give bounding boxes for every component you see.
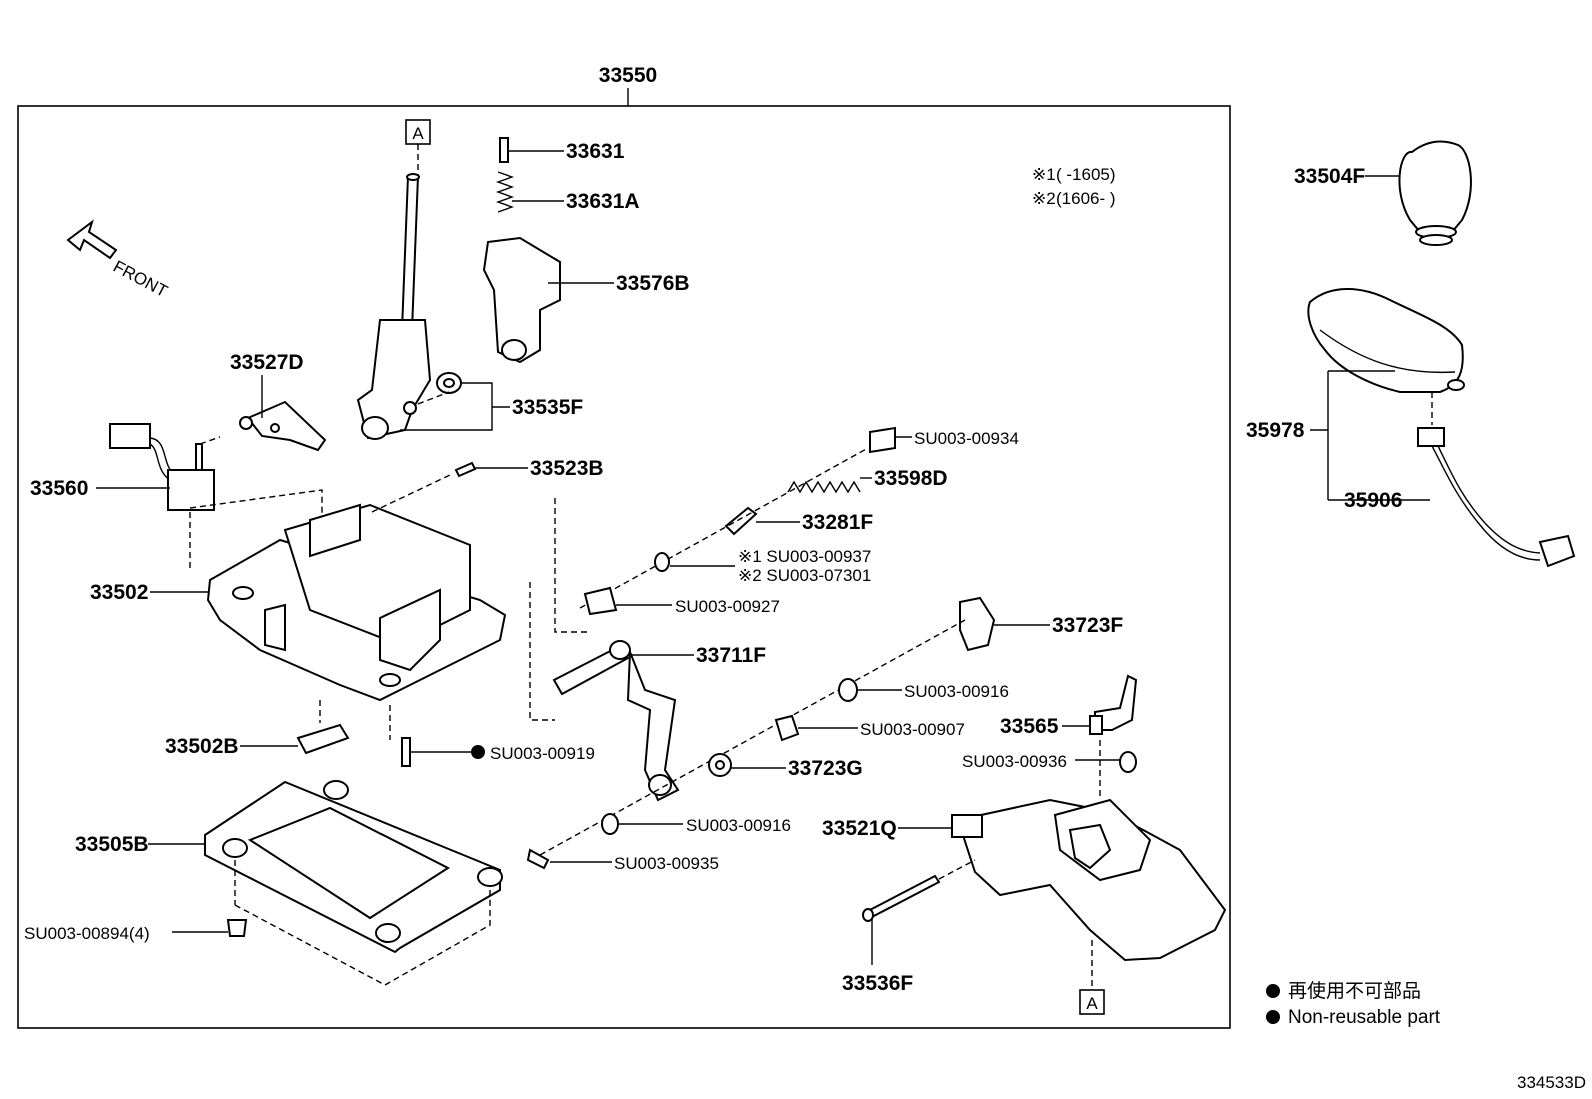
plunger-33281F: [724, 506, 758, 536]
label-33523B: 33523B: [530, 457, 604, 480]
legend-en: Non-reusable part: [1288, 1007, 1441, 1028]
spring-33631A: [495, 171, 515, 213]
cover-33505B: [204, 780, 503, 954]
spring-33598D: [787, 480, 861, 494]
label-33565: 33565: [1000, 715, 1059, 738]
label-su003-00894: SU003-00894(4): [24, 924, 150, 943]
label-33536F: 33536F: [842, 972, 913, 995]
assembly-frame: [17, 105, 1231, 1029]
knob-33504F: [1398, 140, 1472, 246]
ref-marker-top: A: [405, 119, 431, 176]
rod-33711F: [552, 640, 680, 802]
label-su003-07301: ※2 SU003-07301: [738, 566, 871, 585]
detent-33576B: [482, 236, 561, 364]
note-2-mark: ※2: [1032, 189, 1056, 208]
non-reusable-dot-icon: [1266, 984, 1280, 998]
non-reusable-dot-icon: [471, 745, 485, 759]
label-su003-00936: SU003-00936: [962, 752, 1067, 771]
label-33576B: 33576B: [616, 272, 690, 295]
label-33281F: 33281F: [802, 511, 873, 534]
legend: 再使用不可部品 Non-reusable part: [1266, 980, 1441, 1028]
indicator-33521Q: [951, 798, 1227, 962]
diagram-id: 334533D: [1517, 1073, 1586, 1092]
cable-35906: [1417, 427, 1576, 568]
clip-su003-00894: [226, 919, 248, 937]
label-33598D: 33598D: [874, 467, 948, 490]
note-1-text: ( -1605): [1056, 165, 1116, 184]
note-2-text: (1606- ): [1056, 189, 1116, 208]
bushing-33535F: [436, 372, 462, 394]
label-33631: 33631: [566, 140, 625, 163]
pad-33502B: [296, 723, 350, 755]
ref-marker-bottom: A: [1079, 940, 1105, 1015]
pin-33631: [499, 137, 509, 163]
svg-text:A: A: [412, 124, 424, 143]
label-su003-00916-a: SU003-00916: [904, 682, 1009, 701]
label-33521Q: 33521Q: [822, 817, 897, 840]
pin-33523B: [454, 461, 477, 478]
label-33527D: 33527D: [230, 351, 304, 374]
lock-33565: [1089, 674, 1138, 735]
non-reusable-dot-icon: [1266, 1010, 1280, 1024]
bracket-33723F: [959, 596, 996, 652]
boot-35978: [1307, 288, 1465, 393]
solenoid-33560: [109, 423, 221, 511]
pin-33536F: [862, 874, 941, 922]
label-su003-00935: SU003-00935: [614, 854, 719, 873]
washer-su003-00916-a: [838, 678, 858, 702]
washer-su003-00916-b: [601, 813, 619, 835]
label-35906: 35906: [1344, 489, 1402, 512]
label-33502: 33502: [90, 581, 148, 604]
label-su003-00916-b: SU003-00916: [686, 816, 791, 835]
clip-su003-00935: [526, 848, 550, 870]
lever-33527D: [239, 400, 327, 452]
label-33711F: 33711F: [696, 644, 766, 667]
label-su003-00907: SU003-00907: [860, 720, 965, 739]
label-33631A: 33631A: [566, 190, 640, 213]
label-33723F: 33723F: [1052, 614, 1123, 637]
label-33505B: 33505B: [75, 833, 149, 856]
label-33560: 33560: [30, 477, 88, 500]
bushing-su003-00907: [774, 714, 800, 742]
label-su003-00934: SU003-00934: [914, 429, 1019, 448]
label-33504F: 33504F: [1294, 165, 1365, 188]
pin-su003-00919: [401, 737, 411, 767]
label-su003-00919: SU003-00919: [490, 744, 595, 763]
label-35978: 35978: [1246, 419, 1305, 442]
label-33502B: 33502B: [165, 735, 239, 758]
front-label: FRONT: [110, 257, 171, 301]
clip-su003-00927: [583, 586, 618, 616]
clip-su003-00934: [869, 426, 896, 454]
assembly-label: 33550: [599, 64, 657, 87]
washer-su003-00937: [654, 552, 670, 572]
legend-jp: 再使用不可部品: [1288, 980, 1421, 1002]
note-1-mark: ※1: [1032, 165, 1056, 184]
washer-su003-00936: [1119, 751, 1137, 773]
shift-lever: [356, 173, 432, 440]
front-arrow-icon: FRONT: [66, 219, 171, 301]
svg-text:A: A: [1086, 994, 1098, 1013]
label-su003-00927: SU003-00927: [675, 597, 780, 616]
housing-33502: [206, 503, 507, 702]
label-33723G: 33723G: [788, 757, 863, 780]
label-33535F: 33535F: [512, 396, 583, 419]
label-su003-00937: ※1 SU003-00937: [738, 547, 871, 566]
nut-33723G: [708, 753, 732, 777]
